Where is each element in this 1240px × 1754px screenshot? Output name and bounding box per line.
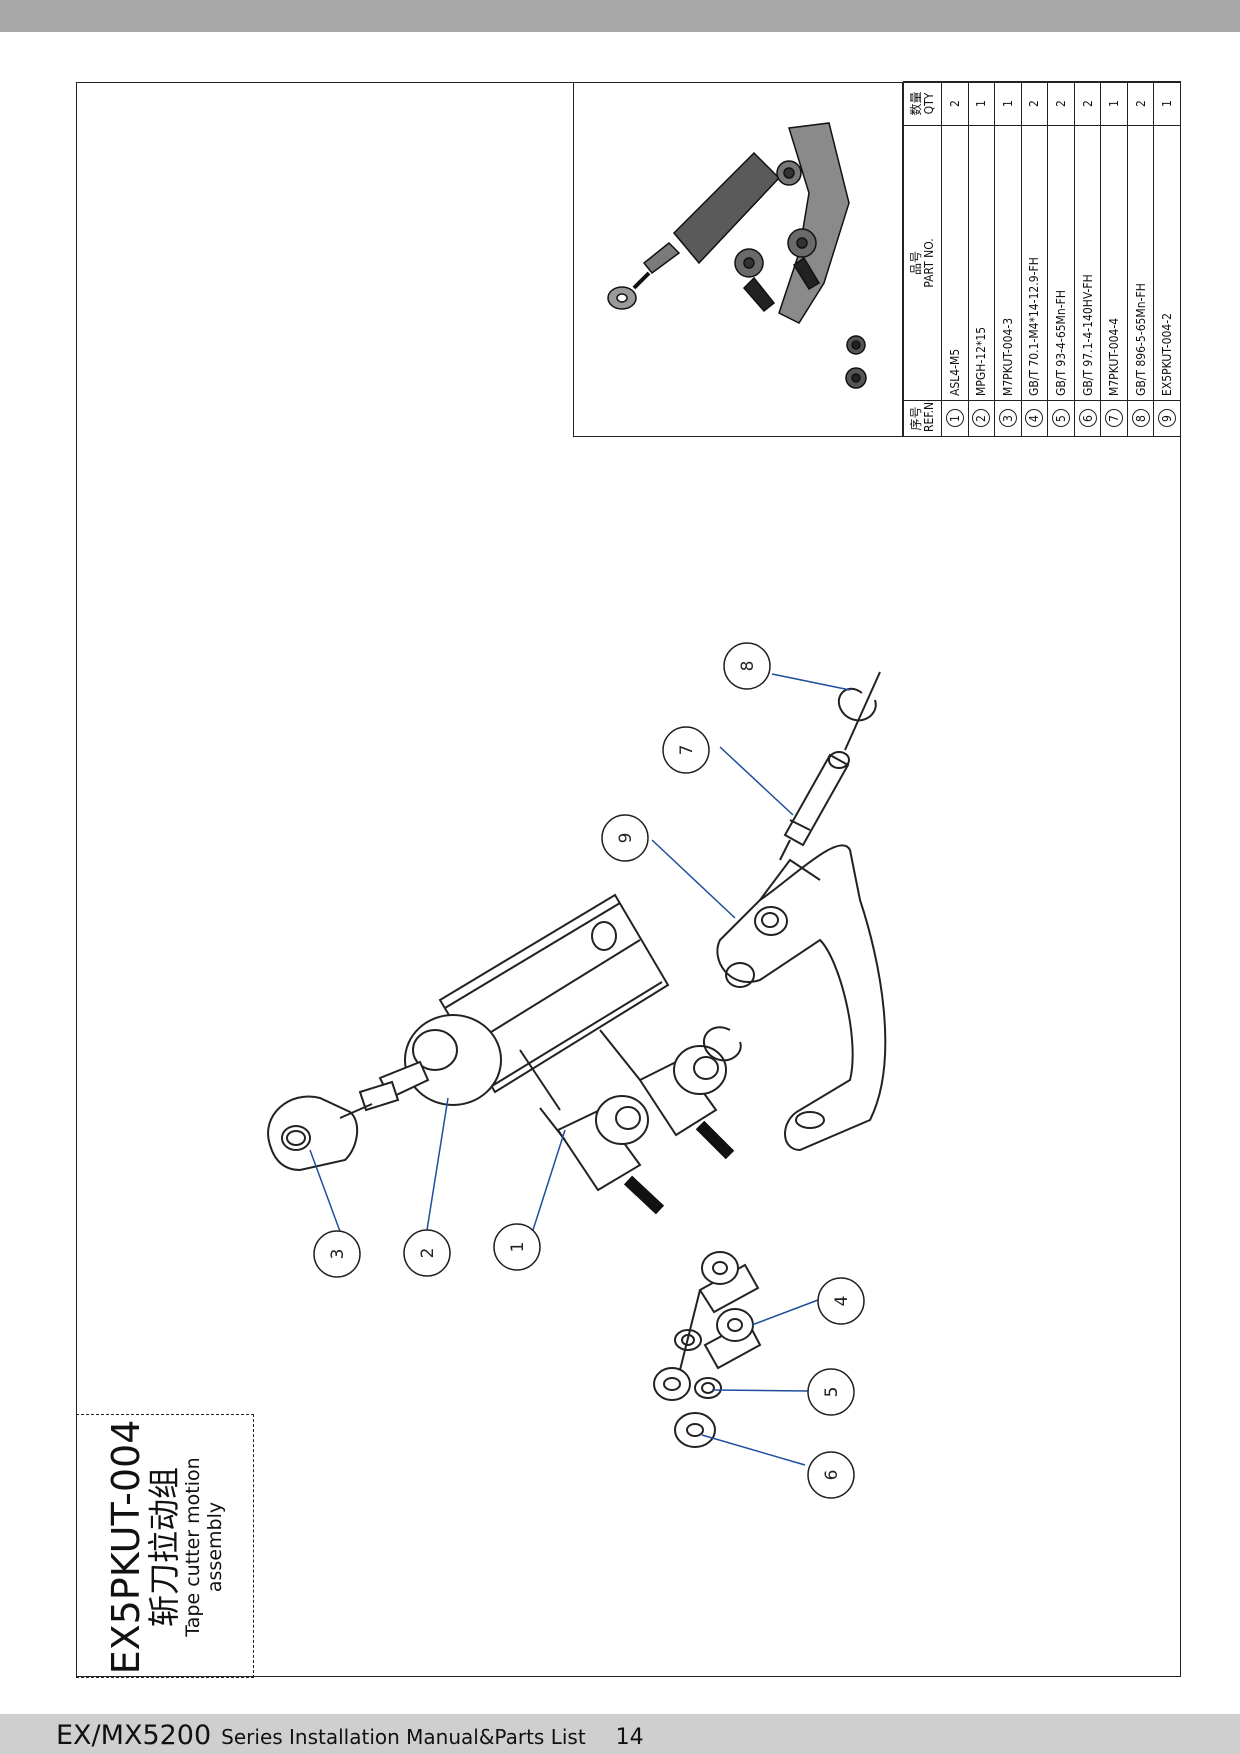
assembly-render-image (607, 122, 867, 389)
callout-7: 7 (662, 726, 710, 774)
svg-text:6: 6 (822, 1470, 842, 1481)
callout-8: 8 (723, 642, 771, 690)
svg-text:3: 3 (328, 1249, 348, 1260)
callout-4: 4 (817, 1277, 865, 1325)
title-block: EX5PKUT-004 斩刀拉动组 Tape cutter motion ass… (76, 1414, 254, 1678)
footer-model: EX/MX5200 (56, 1720, 212, 1751)
svg-text:5: 5 (822, 1387, 842, 1398)
assembly-name-en: Tape cutter motion assembly (182, 1457, 226, 1637)
leader-lines (309, 673, 851, 1466)
callout-6: 6 (807, 1451, 855, 1499)
svg-text:1: 1 (508, 1242, 528, 1253)
svg-text:7: 7 (677, 745, 697, 756)
exploded-parts (267, 671, 887, 1448)
callout-balloons: 1 2 3 4 5 6 7 9 8 (313, 642, 865, 1499)
callout-1: 1 (493, 1223, 541, 1271)
callout-3: 3 (313, 1230, 361, 1278)
footer: EX/MX5200 Series Installation Manual&Par… (56, 1720, 644, 1752)
top-bar (0, 0, 1240, 32)
footer-manual-title: Series Installation Manual&Parts List (221, 1725, 586, 1749)
callout-5: 5 (807, 1368, 855, 1416)
assembly-render-view (573, 82, 903, 437)
svg-text:9: 9 (616, 833, 636, 844)
svg-text:2: 2 (418, 1248, 438, 1259)
assembly-code: EX5PKUT-004 (104, 1419, 148, 1675)
svg-text:4: 4 (832, 1296, 852, 1307)
assembly-name-cn: 斩刀拉动组 (145, 1467, 183, 1628)
footer-bar (0, 1714, 1240, 1754)
callout-2: 2 (403, 1229, 451, 1277)
callout-9: 9 (601, 814, 649, 862)
page-number: 14 (615, 1725, 644, 1750)
svg-text:8: 8 (738, 661, 758, 672)
